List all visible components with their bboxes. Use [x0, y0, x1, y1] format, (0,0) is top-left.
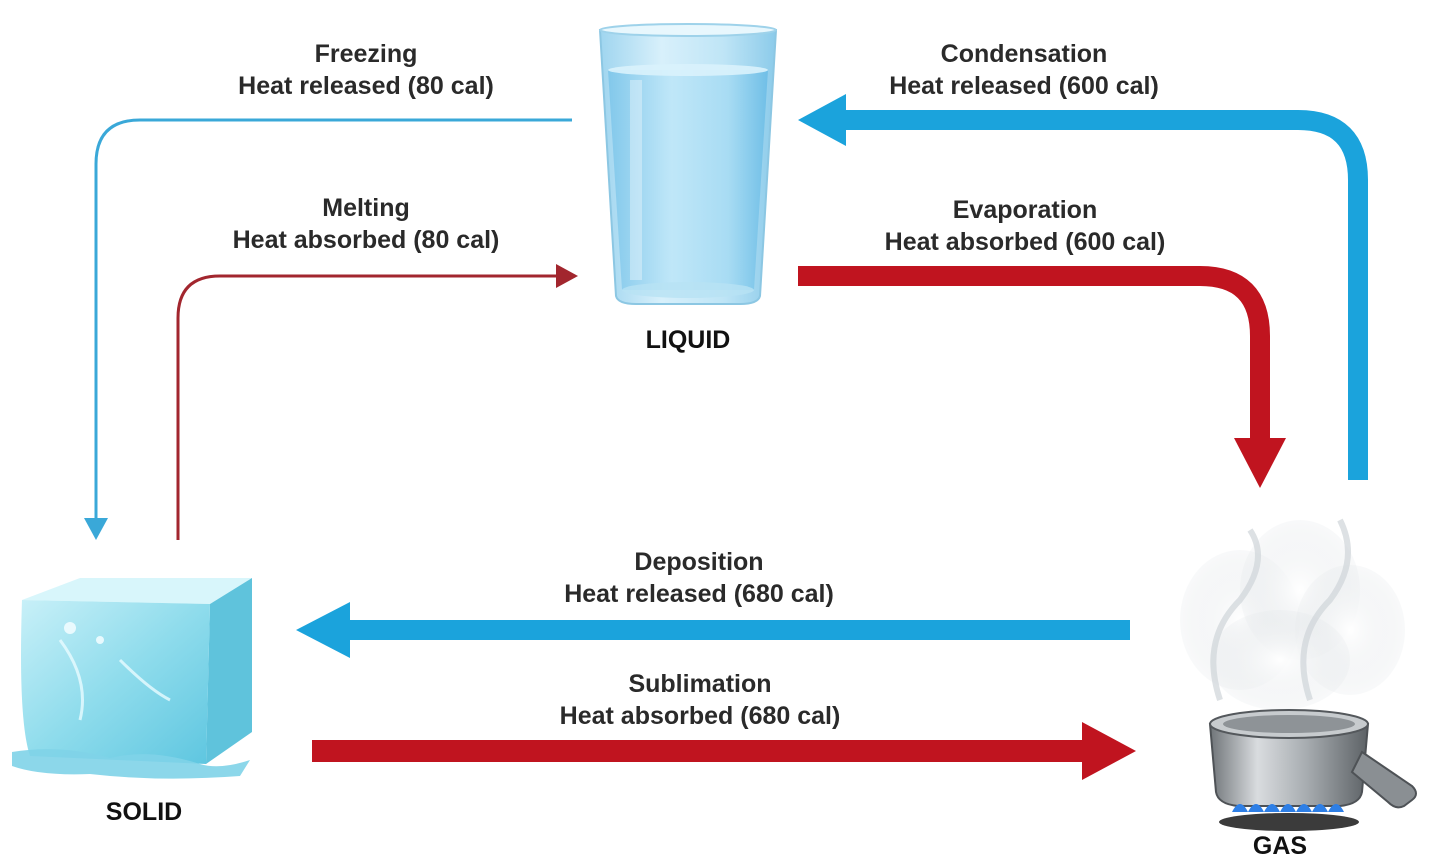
steaming-pot-image — [1180, 518, 1417, 831]
gas-state-label: GAS — [1252, 832, 1308, 860]
liquid-state-label: LIQUID — [645, 326, 731, 354]
freezing-label: Freezing Heat released (80 cal) — [216, 38, 516, 102]
deposition-heat: Heat released (680 cal) — [564, 580, 834, 608]
deposition-label: Deposition Heat released (680 cal) — [534, 546, 864, 610]
sublimation-heat: Heat absorbed (680 cal) — [559, 702, 841, 730]
evaporation-arrow — [798, 266, 1286, 488]
deposition-arrow — [296, 602, 1130, 658]
evaporation-heat: Heat absorbed (600 cal) — [884, 228, 1166, 256]
sublimation-name: Sublimation — [628, 670, 772, 698]
melting-name: Melting — [322, 194, 410, 222]
condensation-label: Condensation Heat released (600 cal) — [864, 38, 1184, 102]
sublimation-arrow — [312, 722, 1136, 780]
freezing-arrow — [84, 118, 572, 540]
ice-cube-image — [12, 578, 252, 779]
melting-heat: Heat absorbed (80 cal) — [232, 226, 500, 254]
condensation-heat: Heat released (600 cal) — [889, 72, 1159, 100]
condensation-arrow — [798, 94, 1368, 480]
sublimation-label: Sublimation Heat absorbed (680 cal) — [530, 668, 870, 732]
glass-of-water-image — [598, 23, 778, 305]
evaporation-name: Evaporation — [952, 196, 1098, 224]
condensation-name: Condensation — [940, 40, 1108, 68]
solid-state-label: SOLID — [105, 798, 183, 826]
evaporation-label: Evaporation Heat absorbed (600 cal) — [860, 194, 1190, 258]
melting-arrow — [176, 264, 578, 540]
freezing-name: Freezing — [314, 40, 418, 68]
freezing-heat: Heat released (80 cal) — [238, 72, 494, 100]
deposition-name: Deposition — [634, 548, 764, 576]
melting-label: Melting Heat absorbed (80 cal) — [206, 192, 526, 256]
